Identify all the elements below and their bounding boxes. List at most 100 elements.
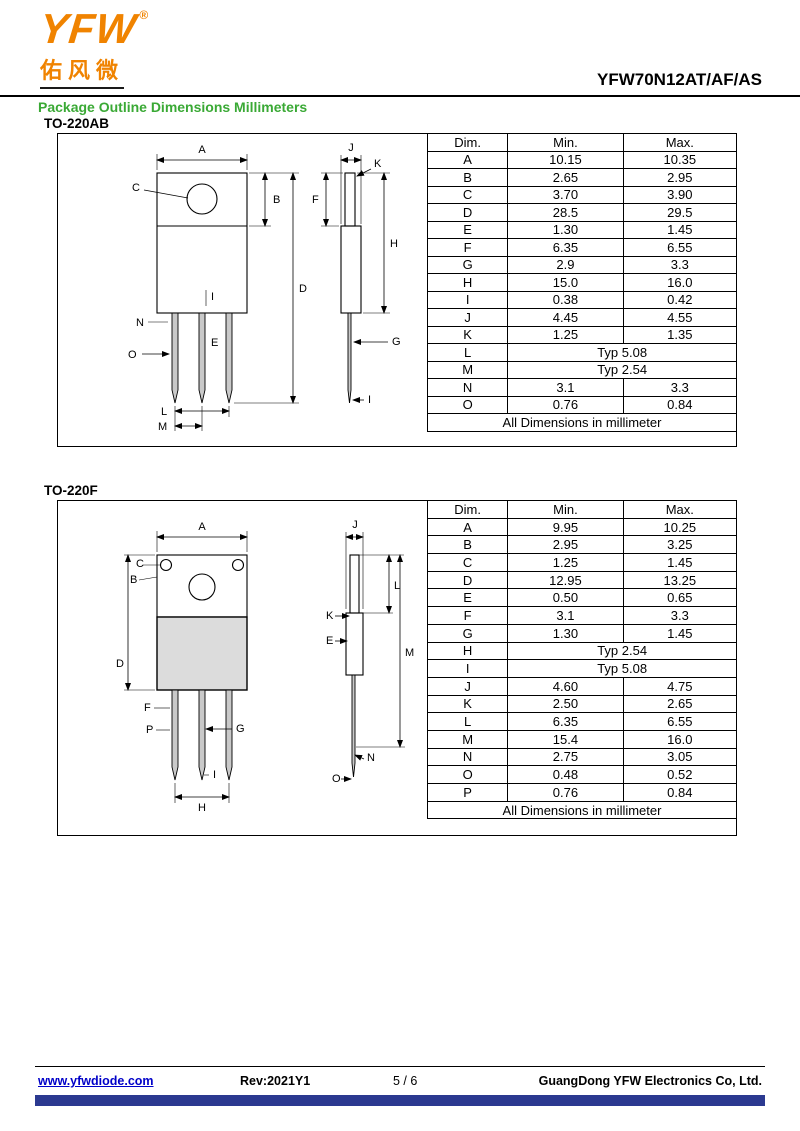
min-cell: 10.15 (507, 150, 624, 169)
front-view (156, 554, 248, 781)
min-cell: 12.95 (507, 570, 624, 590)
dim-cell: I (426, 290, 509, 309)
min-cell: 2.65 (507, 168, 624, 187)
extension-lines (148, 154, 390, 431)
dim-cell: L (426, 712, 509, 731)
min-cell: 1.30 (507, 623, 624, 643)
mounting-hole (188, 573, 216, 601)
max-cell: 1.45 (622, 220, 738, 239)
dim-cell: M (426, 360, 509, 379)
min-cell: 2.95 (507, 535, 624, 555)
footer-accent-bar (35, 1095, 765, 1106)
min-cell: 1.25 (507, 553, 624, 572)
max-cell: 1.45 (622, 553, 738, 572)
dim-label-d: D (116, 658, 124, 670)
dim-cell: F (426, 238, 509, 257)
dim-cell: M (426, 729, 509, 749)
min-cell: 3.1 (507, 606, 624, 625)
table-footer-cell: All Dimensions in millimeter (427, 800, 737, 820)
dim-label-k: K (374, 158, 382, 170)
dim-cell: A (426, 517, 509, 537)
min-cell: 2.50 (507, 694, 624, 714)
dimension-labels: A C B D F P G H I J K E L M N O (116, 519, 414, 814)
max-cell: 2.65 (622, 694, 738, 714)
package2-outline-box: A C B D F P G H I J K E L M N O Dim.Min.… (57, 500, 738, 836)
column-header: Dim. (426, 500, 509, 519)
min-cell: 4.60 (507, 676, 624, 696)
page-number: 5 / 6 (393, 1074, 418, 1088)
typ-cell: Typ 2.54 (507, 360, 737, 379)
typ-cell: Typ 5.08 (507, 343, 737, 362)
max-cell: 10.25 (622, 517, 738, 537)
max-cell: 3.90 (622, 185, 738, 204)
dim-cell: B (426, 535, 509, 555)
tab-side (349, 554, 360, 614)
min-cell: 3.70 (507, 185, 624, 204)
max-cell: 29.5 (622, 203, 738, 222)
max-cell: 0.42 (622, 290, 738, 309)
dim-cell: J (426, 676, 509, 696)
dim-cell: K (426, 325, 509, 344)
dim-cell: L (426, 343, 509, 362)
dim-label-j: J (352, 519, 358, 531)
min-cell: 0.76 (507, 783, 624, 802)
dim-label-i-front: I (211, 291, 214, 303)
section-title: Package Outline Dimensions Millimeters (38, 99, 308, 115)
dim-label-p: P (146, 724, 153, 736)
min-cell: 0.38 (507, 290, 624, 309)
mounting-hole (186, 183, 218, 215)
max-cell: 6.55 (622, 238, 738, 257)
package-body (156, 172, 248, 314)
min-cell: 6.35 (507, 238, 624, 257)
max-cell: 0.65 (622, 588, 738, 608)
column-header: Min. (507, 500, 624, 519)
column-header: Max. (622, 133, 738, 152)
max-cell: 1.35 (622, 325, 738, 344)
dim-label-b: B (273, 194, 280, 206)
dim-label-j: J (348, 142, 354, 154)
min-cell: 2.75 (507, 747, 624, 767)
dim-cell: B (426, 168, 509, 187)
typ-cell: Typ 5.08 (507, 659, 737, 678)
front-view (156, 172, 248, 404)
body-side (345, 612, 364, 676)
footer-rule (35, 1066, 765, 1067)
column-header: Max. (622, 500, 738, 519)
max-cell: 3.3 (622, 378, 738, 397)
to220ab-outline-drawing: A C B D I N O E L M J K F H G I (128, 142, 401, 433)
max-cell: 16.0 (622, 273, 738, 292)
max-cell: 2.95 (622, 168, 738, 187)
body-side (340, 225, 362, 314)
dim-cell: K (426, 694, 509, 714)
dim-cell: A (426, 150, 509, 169)
table-header-row: Dim.Min.Max. (426, 133, 738, 152)
dim-label-m: M (405, 647, 414, 659)
min-cell: 3.1 (507, 378, 624, 397)
table-footer-cell: All Dimensions in millimeter (427, 413, 737, 432)
dim-label-e: E (326, 635, 333, 647)
corner-hole-left (159, 558, 173, 572)
logo-wordmark: YFW® (38, 5, 149, 52)
min-cell: 9.95 (507, 517, 624, 537)
dim-label-f: F (312, 194, 319, 206)
website-link[interactable]: www.yfwdiode.com (38, 1074, 154, 1088)
